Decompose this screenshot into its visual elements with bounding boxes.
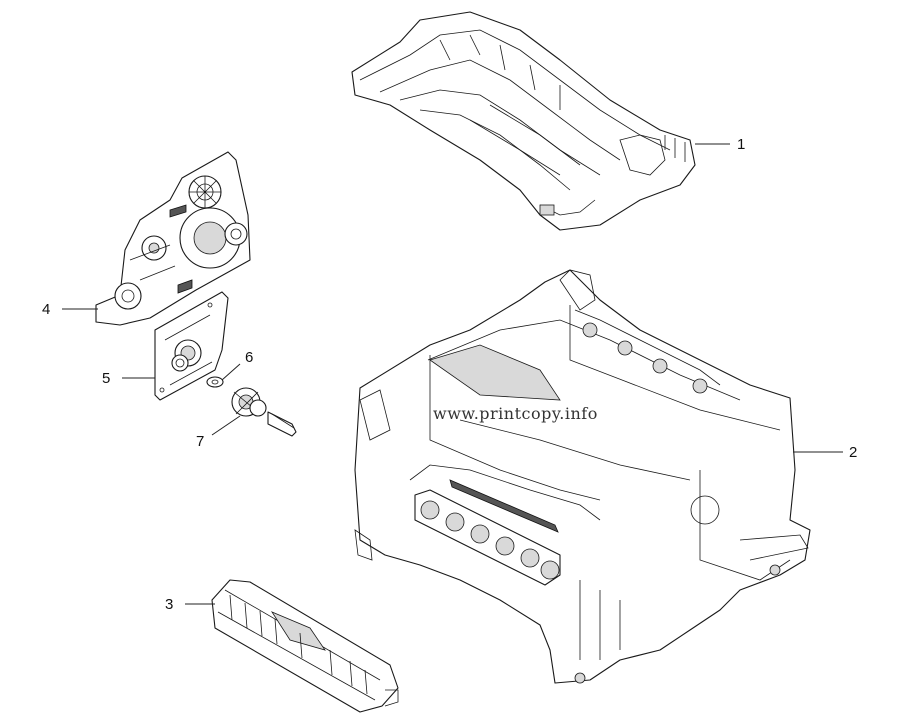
callout-4: 4 [42,301,50,318]
callout-2: 2 [849,444,857,461]
part-5-gear-plate [154,291,229,401]
callout-3: 3 [165,596,173,613]
callout-1: 1 [737,136,745,153]
callout-labels: 1 2 3 4 5 6 7 [42,136,857,613]
part-4-drive-assembly [95,151,251,326]
leader-7 [211,415,241,436]
part-1-top-frame [351,11,696,231]
callout-6: 6 [245,349,253,366]
callout-7: 7 [196,433,204,450]
leader-lines [62,143,843,605]
part-6-washer [206,376,224,388]
part-3-transfer-assembly [211,579,399,713]
callout-5: 5 [102,370,110,387]
part-2-main-frame [354,269,811,684]
watermark-text: www.printcopy.info [433,404,598,423]
part-7-gear-shaft [231,387,297,437]
leader-6 [221,363,241,381]
